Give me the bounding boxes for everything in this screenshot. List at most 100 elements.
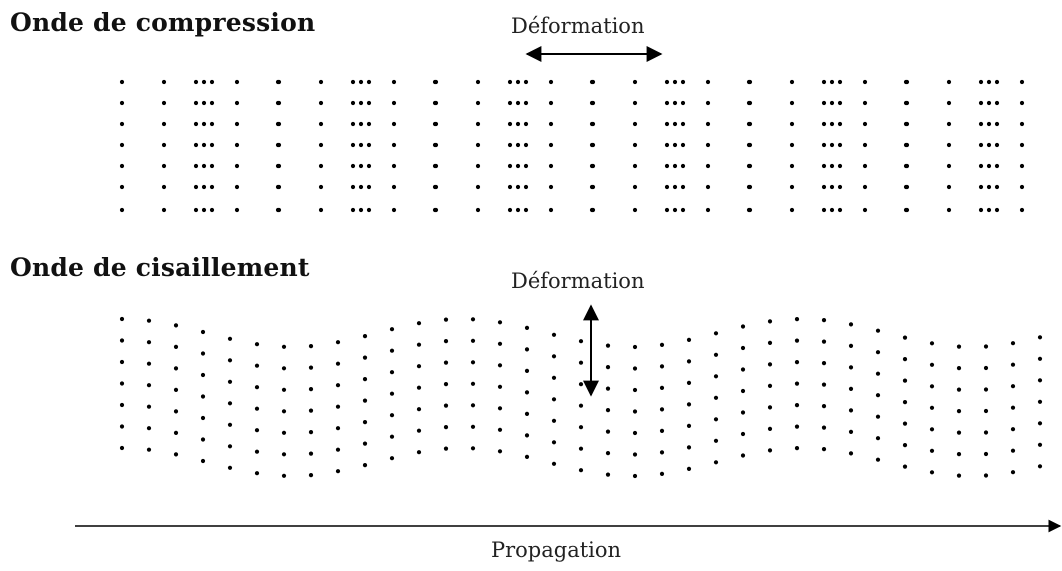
shear-particle (173, 430, 179, 435)
shear-particle (254, 471, 260, 476)
compression-particle (1019, 142, 1025, 148)
shear-particle (686, 466, 692, 471)
compression-particle (366, 79, 372, 85)
shear-particle (200, 437, 206, 442)
compression-particle (358, 100, 364, 106)
compression-particle (161, 184, 167, 190)
compression-particle (358, 142, 364, 148)
compression-particle (904, 207, 910, 213)
shear-particle (470, 424, 476, 429)
compression-particle (946, 207, 952, 213)
shear-particle (686, 380, 692, 385)
shear-particle (551, 461, 557, 466)
shear-particle (740, 410, 746, 415)
shear-particle (443, 317, 449, 322)
compression-particle (705, 207, 711, 213)
shear-particle (632, 366, 638, 371)
shear-particle (146, 447, 152, 452)
compression-particle (475, 142, 481, 148)
shear-particle (416, 407, 422, 412)
shear-particle (578, 360, 584, 365)
compression-particle (946, 79, 952, 85)
shear-particle (902, 421, 908, 426)
shear-particle (443, 339, 449, 344)
shear-particle (956, 452, 962, 457)
shear-particle (416, 342, 422, 347)
shear-particle (200, 351, 206, 356)
compression-particle (829, 142, 835, 148)
compression-particle (904, 79, 910, 85)
shear-particle (686, 337, 692, 342)
shear-particle (497, 320, 503, 325)
shear-particle (632, 473, 638, 479)
compression-particle (391, 100, 397, 106)
compression-particle (789, 100, 795, 106)
compression-particle (837, 207, 843, 213)
shear-particle (983, 451, 989, 457)
shear-particle (200, 394, 206, 399)
compression-particle (680, 184, 686, 190)
compression-particle (433, 163, 439, 169)
compression-particle (747, 163, 753, 169)
shear-particle (335, 361, 341, 366)
shear-particle (875, 457, 881, 462)
shear-particle (497, 363, 503, 368)
compression-particle (672, 142, 678, 148)
compression-particle (837, 100, 843, 106)
compression-particle (201, 142, 207, 148)
shear-particle (794, 338, 800, 343)
compression-wave-title: Onde de compression (10, 8, 316, 37)
compression-particle (475, 100, 481, 106)
shear-particle (848, 386, 854, 391)
compression-particle (904, 163, 910, 169)
compression-particle (161, 100, 167, 106)
shear-particle (794, 403, 800, 408)
compression-particle (119, 163, 125, 169)
shear-particle (389, 434, 395, 439)
shear-particle (1010, 427, 1016, 432)
compression-particle (548, 121, 554, 127)
shear-particle (929, 384, 935, 389)
compression-particle (680, 121, 686, 127)
shear-particle (848, 365, 854, 370)
shear-particle (362, 463, 368, 468)
compression-particle (1019, 163, 1025, 169)
compression-particle (119, 142, 125, 148)
shear-particle (200, 415, 206, 421)
compression-particle (201, 79, 207, 85)
compression-particle (523, 207, 529, 213)
shear-particle (551, 354, 557, 359)
shear-particle (308, 387, 314, 392)
shear-particle (1037, 378, 1043, 383)
compression-particle (318, 184, 324, 190)
shear-particle (254, 428, 260, 433)
compression-particle (234, 121, 240, 127)
compression-particle (350, 100, 356, 106)
shear-particle (956, 430, 962, 435)
shear-particle (524, 433, 530, 438)
compression-particle (507, 163, 513, 169)
compression-particle (193, 100, 199, 106)
compression-particle (664, 142, 670, 148)
shear-particle (578, 339, 584, 344)
shear-particle (227, 444, 233, 449)
compression-particle (391, 79, 397, 85)
compression-particle (994, 184, 1000, 190)
compression-particle (664, 121, 670, 127)
compression-particle (632, 207, 638, 213)
shear-particle (848, 451, 854, 456)
compression-particle (590, 79, 596, 85)
compression-particle (515, 79, 521, 85)
shear-particle (119, 338, 125, 343)
shear-particle (578, 468, 584, 473)
compression-particle (161, 142, 167, 148)
shear-particle (713, 374, 719, 379)
compression-particle (1019, 100, 1025, 106)
shear-particle (254, 342, 260, 347)
shear-particle (362, 441, 368, 446)
shear-particle (1037, 399, 1043, 404)
compression-particle (664, 207, 670, 213)
shear-particle (875, 371, 881, 376)
shear-particle (119, 316, 125, 322)
